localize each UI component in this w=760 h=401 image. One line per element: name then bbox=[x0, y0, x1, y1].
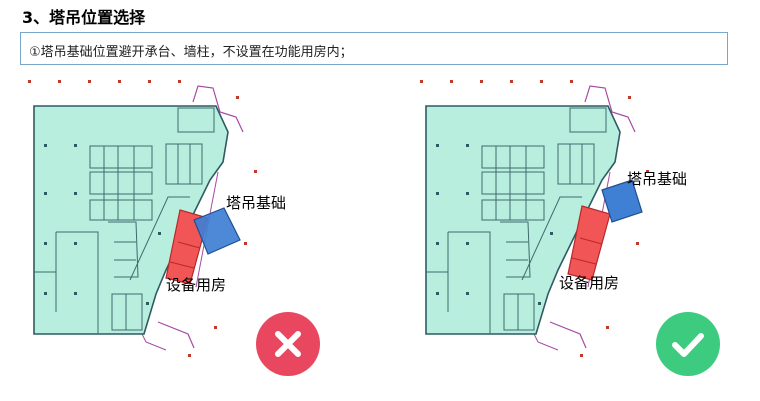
equipment-room bbox=[567, 205, 611, 281]
cross-icon bbox=[256, 312, 320, 376]
crane-base bbox=[193, 207, 241, 255]
crane-base bbox=[601, 179, 643, 223]
floor-plan-incorrect bbox=[18, 72, 298, 362]
note-text: ①塔吊基础位置避开承台、墙柱，不设置在功能用房内； bbox=[29, 45, 353, 60]
section-heading: 3、塔吊位置选择 bbox=[22, 8, 146, 27]
crane-base-label-right: 塔吊基础 bbox=[627, 170, 688, 188]
check-icon bbox=[656, 312, 720, 376]
floor-plan-correct bbox=[410, 72, 690, 362]
floor-plan-drawing-right bbox=[420, 80, 649, 357]
crane-base-label-left: 塔吊基础 bbox=[226, 194, 287, 212]
note-box: ①塔吊基础位置避开承台、墙柱，不设置在功能用房内； bbox=[20, 32, 728, 65]
equipment-room-label-right: 设备用房 bbox=[559, 274, 620, 292]
floor-plan-drawing-left bbox=[28, 80, 257, 357]
equipment-room-label-left: 设备用房 bbox=[166, 276, 227, 294]
